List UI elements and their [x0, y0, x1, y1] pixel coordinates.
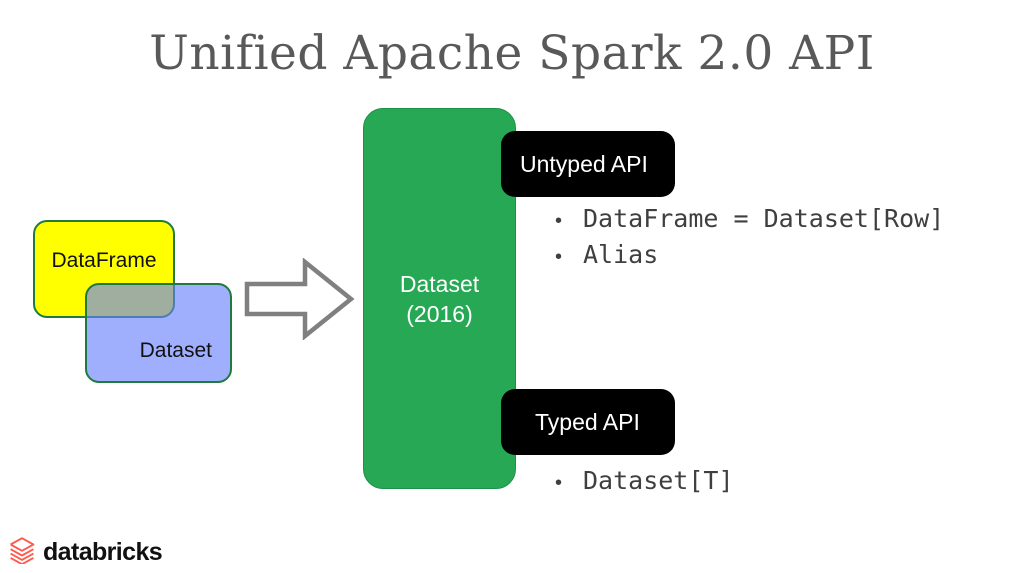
list-item-label: DataFrame = Dataset[Row] — [583, 204, 945, 233]
list-item: • Alias — [545, 238, 944, 274]
page-title: Unified Apache Spark 2.0 API — [149, 26, 875, 81]
dataframe-box-label: DataFrame — [51, 249, 157, 272]
bullet-marker-icon: • — [555, 210, 563, 232]
list-item-label: Alias — [583, 240, 659, 269]
dataset-panel-line-1: Dataset — [399, 270, 480, 297]
list-item-label: Dataset[T] — [583, 466, 734, 495]
untyped-api-badge-label: Untyped API — [520, 150, 648, 177]
databricks-stacked-layers-icon — [9, 536, 35, 569]
databricks-logo: databricks — [9, 536, 163, 569]
right-block-arrow-icon — [243, 257, 355, 341]
list-item: • Dataset[T] — [545, 464, 734, 500]
bullet-marker-icon: • — [555, 472, 563, 494]
dataset-panel: Dataset (2016) — [363, 108, 516, 489]
untyped-api-bullet-list: • DataFrame = Dataset[Row] • Alias — [545, 202, 944, 274]
list-item: • DataFrame = Dataset[Row] — [545, 202, 944, 238]
dataset-box: Dataset — [85, 283, 232, 383]
typed-api-bullet-list: • Dataset[T] — [545, 464, 734, 500]
bullet-marker-icon: • — [555, 246, 563, 268]
typed-api-badge: Typed API — [501, 389, 675, 455]
untyped-api-badge: Untyped API — [501, 131, 675, 197]
dataset-panel-line-2: (2016) — [406, 300, 473, 327]
typed-api-badge-label: Typed API — [535, 408, 640, 435]
databricks-wordmark: databricks — [43, 538, 163, 566]
dataset-box-label: Dataset — [139, 339, 212, 362]
